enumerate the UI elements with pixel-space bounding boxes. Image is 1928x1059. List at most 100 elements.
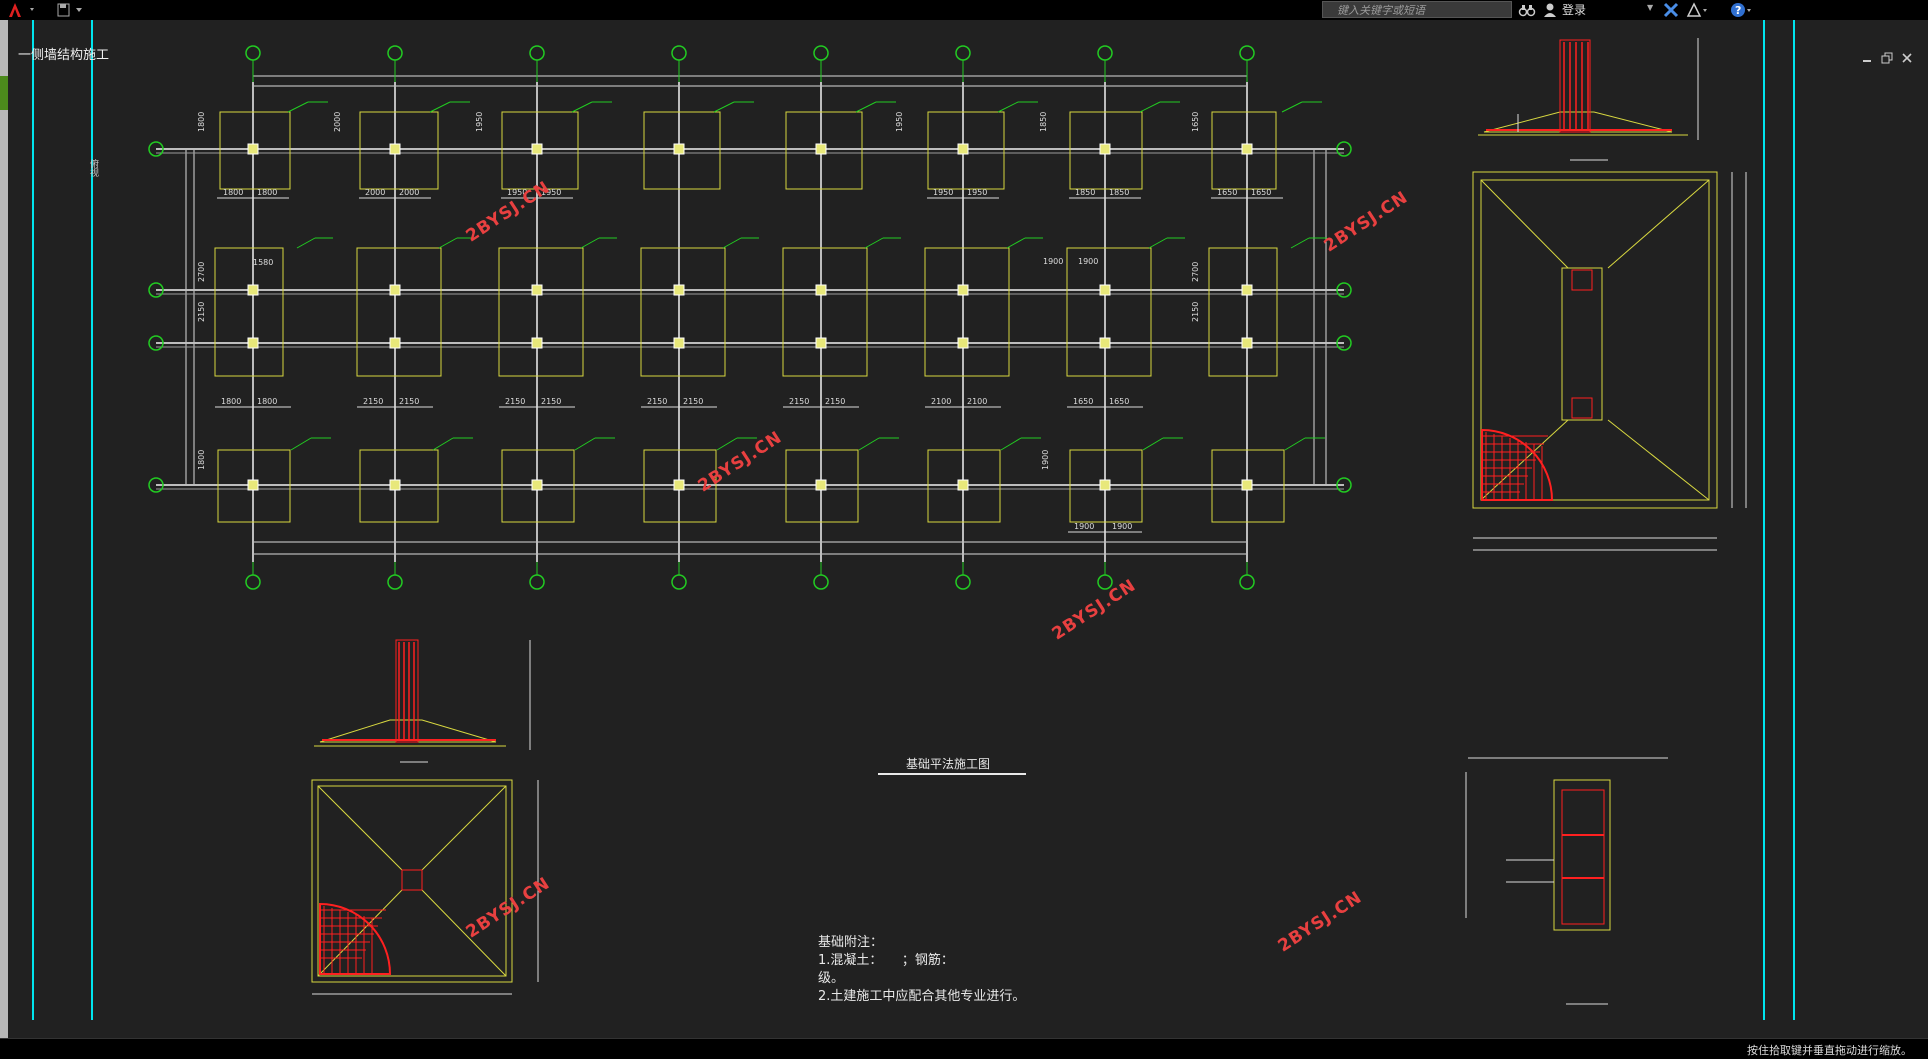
dimension-text: 1650 [1251, 188, 1271, 197]
section-outline [1483, 111, 1673, 133]
autocad-logo-icon [9, 3, 34, 17]
dimension-text: 1650 [1109, 397, 1129, 406]
dimension-text: 2150 [541, 397, 561, 406]
column-marker [957, 479, 969, 491]
dimension-text: 1950 [507, 188, 527, 197]
column-marker [815, 337, 827, 349]
axis-bubble [1336, 141, 1352, 157]
footing-leader [716, 437, 738, 451]
user-icon[interactable] [1543, 2, 1557, 18]
footing-outline [498, 247, 584, 377]
left-edge-panel [0, 20, 8, 1038]
dimension-text: 1800 [257, 397, 277, 406]
footing-leader [1139, 101, 1161, 113]
footing-outline [643, 111, 721, 190]
minimize-icon[interactable] [1860, 50, 1874, 64]
footing-outline [1211, 449, 1285, 523]
axis-bubble [1336, 282, 1352, 298]
column-marker [815, 479, 827, 491]
dimension-text: 1800 [197, 450, 206, 470]
chevron-down-icon[interactable]: ▼ [1647, 3, 1654, 12]
search-input[interactable]: 键入关键字或短语 [1322, 1, 1512, 18]
footing-slope-line [1480, 179, 1569, 269]
section-outline [319, 719, 497, 743]
footing-outline [1069, 449, 1143, 523]
dimension-text: 2150 [1191, 302, 1200, 322]
viewcube-label[interactable]: 俯视 [88, 159, 98, 177]
column-marker [673, 337, 685, 349]
footing-leader [1290, 237, 1310, 249]
footing-outline [927, 111, 1005, 190]
dimension-text: 2150 [683, 397, 703, 406]
dimension-text: 2000 [365, 188, 385, 197]
dimension-text: 1900 [1074, 522, 1094, 531]
column-marker [1099, 284, 1111, 296]
footing-leader [574, 437, 596, 451]
login-link[interactable]: 登录 [1562, 3, 1587, 17]
beam-section-outline [1553, 779, 1611, 931]
dimension-text: 1850 [1109, 188, 1129, 197]
notes-line-3: 2.土建施工中应配合其他专业进行。 [818, 989, 1026, 1004]
notes-line-2: 级。 [818, 971, 845, 986]
dimension-text: 1650 [1217, 188, 1237, 197]
dimension-text: 2000 [333, 112, 342, 132]
column-marker [389, 143, 401, 155]
footing-outline [501, 449, 575, 523]
column-marker [957, 337, 969, 349]
title-underline [878, 773, 1026, 775]
exchange-apps-icon[interactable] [1662, 2, 1680, 18]
axis-bubble [955, 45, 971, 61]
drawing-window-controls [1860, 50, 1920, 66]
dimension-text: 1650 [1191, 112, 1200, 132]
column-marker [1099, 337, 1111, 349]
axis-bubble [148, 477, 164, 493]
a360-icon[interactable] [1686, 2, 1708, 18]
column-marker [957, 143, 969, 155]
dimension-text: 2150 [197, 302, 206, 322]
footing-outline [1069, 111, 1143, 190]
quick-access-toolbar[interactable] [54, 2, 94, 18]
dimension-text: 1800 [257, 188, 277, 197]
footing-leader [1148, 237, 1168, 249]
help-icon[interactable]: ? [1730, 2, 1752, 18]
file-tab[interactable]: 一侧墙结构施工 [18, 48, 110, 63]
column-marker [815, 284, 827, 296]
callout-text: 1580 [253, 258, 273, 267]
axis-bubble [671, 574, 687, 590]
dimension-text: 1800 [221, 397, 241, 406]
column-marker [673, 143, 685, 155]
dimension-text: 2100 [931, 397, 951, 406]
dimension-text: 2150 [399, 397, 419, 406]
column-marker [531, 143, 543, 155]
dimension-text: 1950 [933, 188, 953, 197]
footing-outline [501, 111, 579, 190]
footing-leader [438, 237, 458, 249]
footing-leader [1000, 437, 1022, 451]
dimension-text: 2000 [399, 188, 419, 197]
beam-rebar [1561, 789, 1605, 925]
footing-plan-outline [1472, 171, 1718, 509]
column-marker [1241, 479, 1253, 491]
title-bar: ▸ 键入关键字或短语 登录 ▼ ? [0, 0, 1928, 21]
axis-bubble [387, 574, 403, 590]
column-marker [531, 284, 543, 296]
column-marker [389, 284, 401, 296]
close-icon[interactable] [1900, 50, 1914, 64]
column-marker [1099, 479, 1111, 491]
axis-bubble [1336, 335, 1352, 351]
binoculars-icon[interactable] [1518, 2, 1536, 18]
restore-icon[interactable] [1880, 50, 1894, 64]
footing-outline [219, 111, 291, 190]
dimension-text: 1850 [1039, 112, 1048, 132]
dimension-text: 2700 [197, 262, 206, 282]
footing-slope-line [421, 785, 507, 871]
column-marker [673, 479, 685, 491]
axis-bubble [245, 574, 261, 590]
footing-outline [785, 449, 859, 523]
axis-bubble [1336, 477, 1352, 493]
application-menu-button[interactable] [6, 2, 36, 18]
dimension-text: 1900 [1041, 450, 1050, 470]
footing-slope-line [317, 785, 403, 871]
